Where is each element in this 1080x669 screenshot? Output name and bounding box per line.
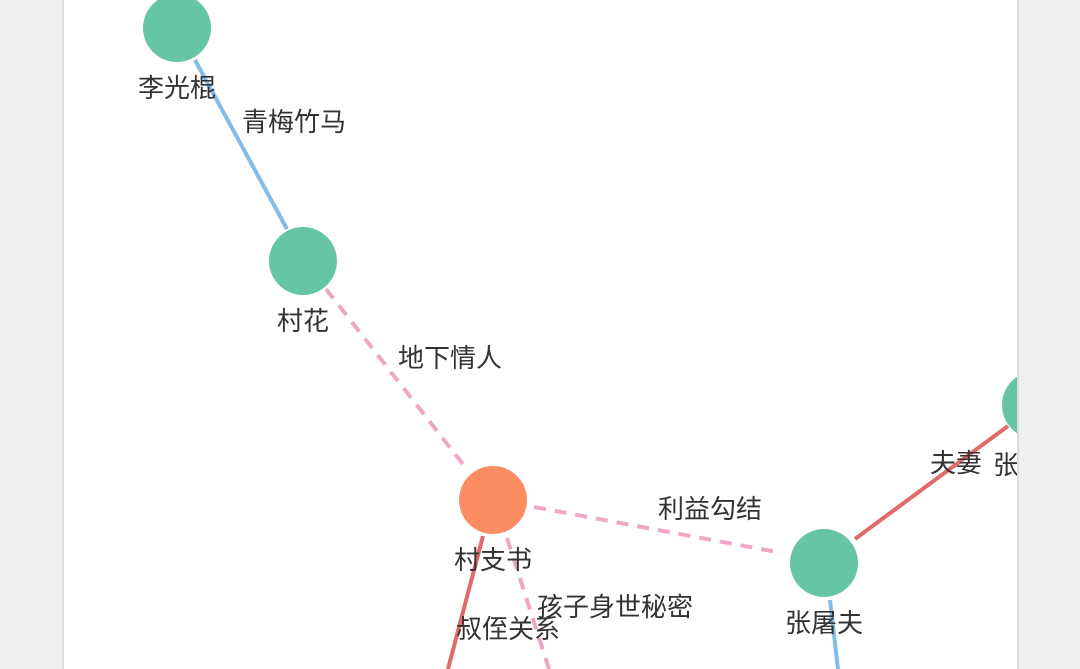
node-cunhua[interactable] <box>269 227 337 295</box>
edge-haizishenshimimi[interactable] <box>505 537 551 669</box>
node-label-zhangtufu: 张屠夫 <box>785 609 863 639</box>
edge-fuqi[interactable] <box>853 424 1010 541</box>
node-label-cunzhishu: 村支书 <box>454 546 532 576</box>
left-margin-panel <box>0 0 64 669</box>
node-label-liguanggun: 李光棍 <box>138 74 216 104</box>
edge-label-qingmeizhuma: 青梅竹马 <box>242 108 346 138</box>
edge-qingmeizhuma[interactable] <box>193 59 289 230</box>
node-liguanggun[interactable] <box>143 0 211 62</box>
edge-dixiaqingren[interactable] <box>324 287 468 470</box>
edge-zhangtufu-down[interactable] <box>828 599 840 669</box>
edge-label-dixiaqingren: 地下情人 <box>398 344 502 374</box>
edge-liyigoujie[interactable] <box>533 505 783 555</box>
edge-label-haizishenshimimi: 孩子身世秘密 <box>537 593 693 623</box>
node-zhangtufu[interactable] <box>790 529 858 597</box>
node-cunzhishu[interactable] <box>459 466 527 534</box>
edge-label-shuzhiguanxi: 叔侄关系 <box>456 615 560 645</box>
edge-label-liyigoujie: 利益勾结 <box>658 495 762 525</box>
edge-label-fuqi: 夫妻 <box>930 449 982 479</box>
edge-shuzhiguanxi[interactable] <box>446 535 485 669</box>
node-label-cunhua: 村花 <box>277 307 329 337</box>
right-margin-cover <box>1017 0 1080 669</box>
node-label-zhang-partial: 张 <box>993 451 1019 481</box>
